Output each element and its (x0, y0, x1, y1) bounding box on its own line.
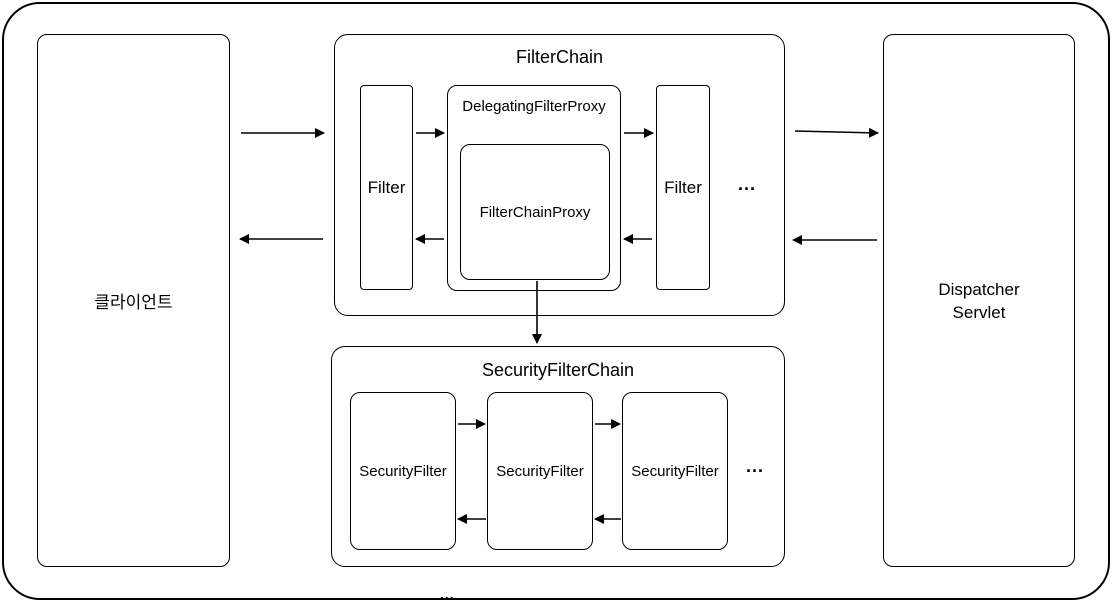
filter-chain-title: FilterChain (515, 47, 604, 67)
filter-chain-proxy-box: FilterChainProxy (460, 144, 610, 280)
security-filter-label-2: SecurityFilter (496, 462, 584, 480)
security-filter-label-3: SecurityFilter (631, 462, 719, 480)
filter-left-label: Filter (367, 177, 406, 197)
client-label: 클라이언트 (94, 293, 173, 312)
security-filter-box-2: SecurityFilter (487, 392, 593, 550)
security-filter-box-3: SecurityFilter (622, 392, 728, 550)
security-filter-label-1: SecurityFilter (359, 462, 447, 480)
filter-right-box: Filter (656, 85, 710, 290)
filter-left-box: Filter (360, 85, 413, 290)
dispatcher-servlet-label-line2: Servlet (952, 302, 1006, 322)
filter-chain-ellipsis: ... (738, 174, 757, 194)
delegating-filter-proxy-label: DelegatingFilterProxy (462, 98, 606, 115)
dispatcher-servlet-label-line1: Dispatcher (938, 279, 1020, 299)
client-box: 클라이언트 (37, 34, 230, 567)
filter-chain-proxy-label: FilterChainProxy (479, 203, 591, 221)
bottom-ellipsis: ... (440, 586, 455, 602)
filter-right-label: Filter (664, 177, 702, 197)
security-filter-chain-ellipsis: ... (746, 456, 765, 476)
security-filter-chain-title: SecurityFilterChain (481, 360, 635, 380)
dispatcher-servlet-box: Dispatcher Servlet (883, 34, 1075, 567)
security-filter-box-1: SecurityFilter (350, 392, 456, 550)
